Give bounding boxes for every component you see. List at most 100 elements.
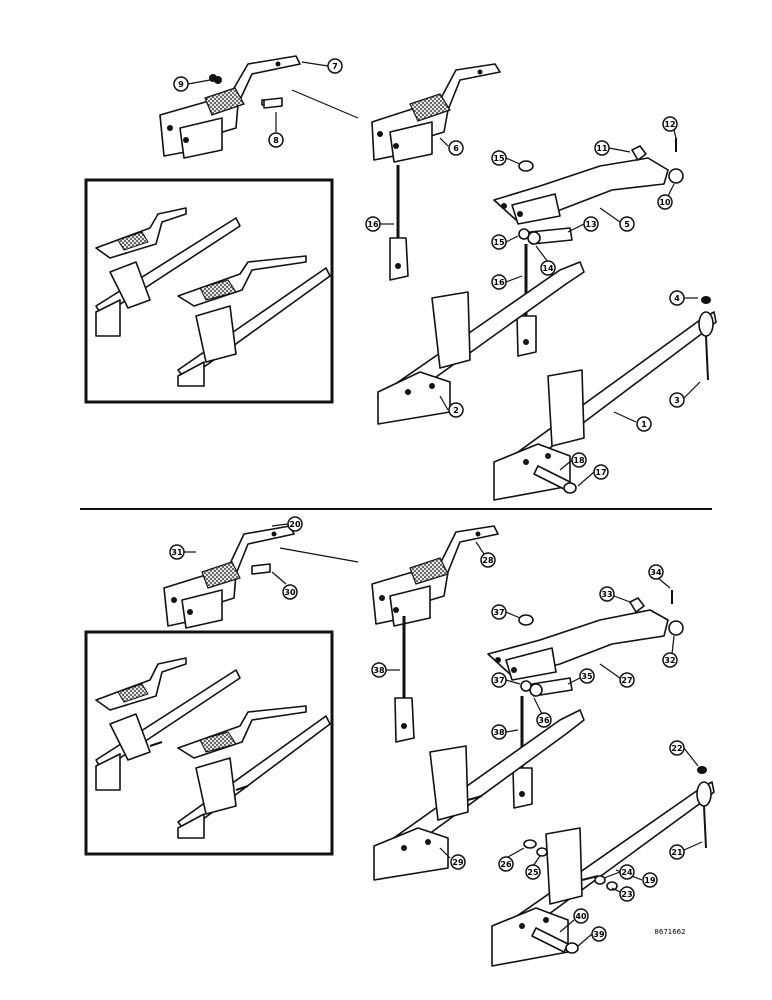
- inset-view-upper: [84, 178, 334, 404]
- inset-view-lower: [84, 630, 334, 856]
- callout: 28: [475, 541, 496, 568]
- callout: 40: [559, 908, 589, 933]
- callout: 16: [491, 274, 523, 290]
- callout-label: 23: [621, 890, 632, 899]
- callout-label: 18: [573, 456, 585, 465]
- callout: 15: [491, 150, 521, 166]
- callout-label: 16: [367, 220, 379, 229]
- callout: 27: [599, 663, 635, 688]
- callout: 12: [662, 116, 678, 139]
- upper-view: 1 2 3 4 5 6 7 8 9 10 11 12 13 14 15 15 1…: [84, 55, 717, 501]
- callout-label: 6: [453, 144, 459, 153]
- arm-5: [493, 138, 684, 225]
- callout-label: 9: [178, 80, 184, 89]
- callout: 26: [498, 847, 525, 872]
- bolt-35: [520, 677, 573, 697]
- callout-label: 32: [664, 656, 675, 665]
- callout-label: 37: [493, 608, 504, 617]
- lower-view: 19 20 21 22 23 24 25 26 27 28 29 30 31 3…: [84, 516, 715, 967]
- callouts-upper: 1 2 3 4 5 6 7 8 9 10 11 12 13 14 15 15 1…: [173, 58, 701, 487]
- callout-label: 3: [674, 396, 680, 405]
- callout-label: 38: [493, 728, 505, 737]
- callout-label: 12: [664, 120, 675, 129]
- callout: 2: [439, 395, 464, 418]
- callout-label: 2: [453, 406, 459, 415]
- callout-label: 25: [527, 868, 539, 877]
- callout: 38: [371, 662, 400, 678]
- callout: 21: [669, 841, 703, 860]
- callout: 37: [491, 604, 521, 620]
- callout-label: 20: [289, 520, 301, 529]
- pin-18: [533, 465, 577, 494]
- callout: 33: [599, 586, 631, 603]
- callout: 14: [535, 245, 556, 276]
- washers-25-26: [523, 839, 548, 857]
- callout: 23: [611, 886, 635, 902]
- bracket-19: [491, 766, 715, 967]
- callout: 39: [577, 926, 607, 947]
- callout: 31: [169, 544, 196, 560]
- callout: 4: [669, 290, 698, 306]
- callout-label: 37: [493, 676, 504, 685]
- bolt-8: [263, 97, 283, 109]
- callout: 8: [268, 112, 284, 148]
- callout: 11: [594, 140, 631, 156]
- callout-label: 36: [538, 716, 550, 725]
- bolt-13: [518, 227, 573, 245]
- callout: 18: [559, 452, 587, 471]
- callout-label: 22: [671, 744, 682, 753]
- callout: 36: [533, 697, 552, 728]
- callout-label: 39: [593, 930, 605, 939]
- callout-label: 17: [595, 468, 606, 477]
- callout-label: 7: [332, 62, 338, 71]
- bracket-1: [493, 296, 717, 501]
- callout: 3: [669, 381, 701, 408]
- callout: 38: [491, 724, 519, 740]
- callout: 25: [525, 855, 541, 880]
- callout: 35: [567, 668, 595, 685]
- rod-16-upper: [389, 165, 409, 281]
- callout-label: 30: [284, 588, 296, 597]
- callout: 1: [613, 411, 652, 432]
- callout: 9: [173, 76, 211, 92]
- callout: 17: [577, 464, 609, 487]
- callout-label: 11: [596, 144, 608, 153]
- callout: 34: [648, 564, 671, 589]
- callout-label: 26: [500, 860, 512, 869]
- callouts-lower: 19 20 21 22 23 24 25 26 27 28 29 30 31 3…: [169, 516, 703, 947]
- callout: 32: [662, 635, 678, 668]
- figure-code: 8671662: [654, 928, 685, 936]
- callout-label: 29: [452, 858, 464, 867]
- callout-label: 1: [641, 420, 647, 429]
- nut-9: [214, 76, 222, 84]
- pedal-assembly-right-upper: [371, 63, 501, 163]
- callout-label: 35: [581, 672, 593, 681]
- callout: 24: [603, 864, 635, 880]
- callout-label: 40: [575, 912, 587, 921]
- callout-label: 14: [542, 264, 554, 273]
- callout: 20: [271, 516, 303, 532]
- callout-label: 33: [601, 590, 612, 599]
- pedal-assembly-right-lower: [371, 525, 499, 627]
- callout: 30: [271, 571, 298, 600]
- callout-label: 21: [671, 848, 683, 857]
- callout: 29: [439, 847, 466, 870]
- callout-label: 27: [621, 676, 632, 685]
- washers-23-24: [594, 875, 618, 891]
- callout: 22: [669, 740, 699, 767]
- callout-label: 34: [650, 568, 662, 577]
- callout: 16: [365, 216, 394, 232]
- callout: 10: [657, 183, 675, 210]
- callout-label: 4: [674, 294, 680, 303]
- callout: 19: [615, 869, 658, 888]
- callout-label: 28: [482, 556, 494, 565]
- callout-label: 38: [373, 666, 385, 675]
- bracket-2: [377, 261, 585, 425]
- callout: 37: [491, 672, 521, 688]
- callout-label: 10: [659, 198, 671, 207]
- callout-label: 16: [493, 278, 505, 287]
- callout: 5: [599, 207, 635, 232]
- callout: 6: [439, 137, 464, 156]
- bracket-29: [373, 709, 585, 881]
